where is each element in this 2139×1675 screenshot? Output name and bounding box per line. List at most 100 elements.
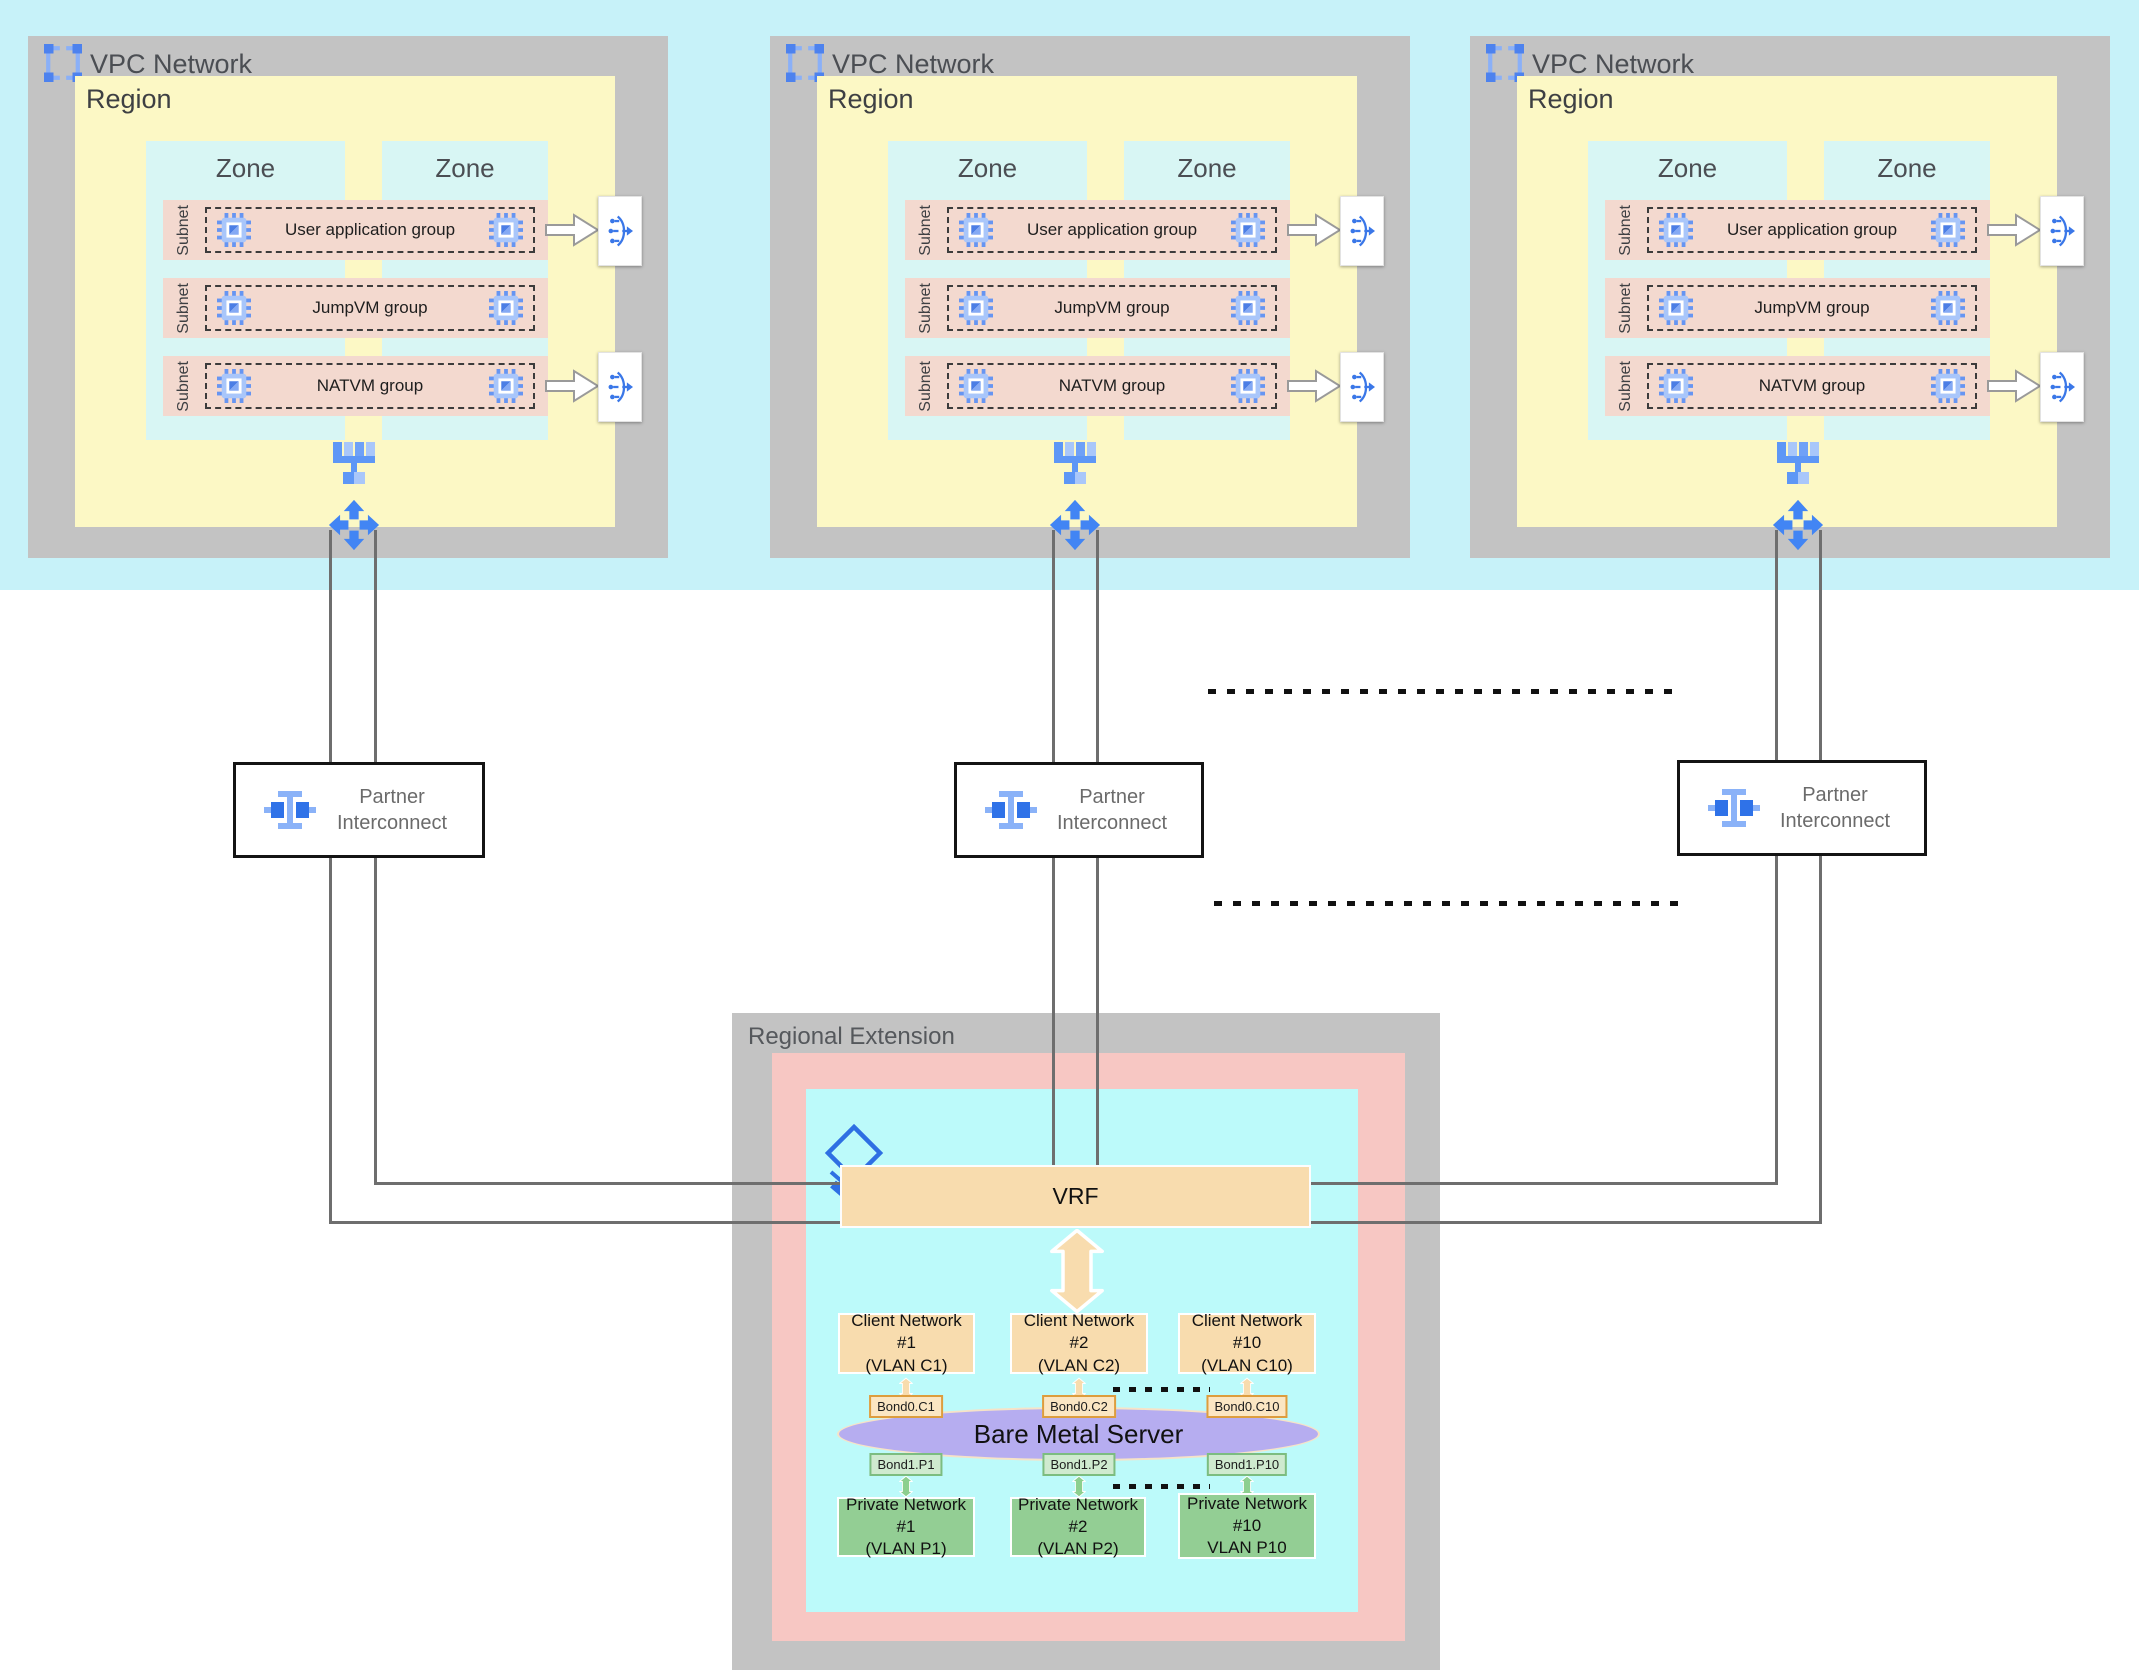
right-arrow [545, 368, 599, 404]
regional-extension-inner: VRF Client Network #1 (VLAN C1) Client N… [772, 1053, 1405, 1641]
partner-interconnect-icon [985, 789, 1037, 831]
instance-group-box: User application group [1647, 207, 1977, 253]
client-network-name: Client Network #10 [1191, 1311, 1303, 1353]
network-hub-icon [1051, 441, 1099, 485]
vpc-network-title: VPC Network [1532, 49, 1695, 79]
private-network-vlan: (VLAN P1) [865, 1539, 947, 1559]
connector-line [1311, 1182, 1778, 1185]
partner-interconnect-icon [264, 789, 316, 831]
load-balancer-icon [2049, 211, 2075, 251]
subnet-label: Subnet [917, 282, 934, 334]
bond-interface-label: Bond0.C1 [869, 1395, 943, 1418]
zone-label: Zone [1877, 153, 1937, 183]
load-balancer-box [1340, 352, 1384, 422]
ellipsis-dotted-line [1113, 1387, 1210, 1392]
private-network-vlan: VLAN P10 [1207, 1538, 1287, 1558]
subnet-row: Subnet User application group [1605, 200, 1990, 260]
connector-line [329, 1221, 840, 1224]
regional-extension-box: Regional Extension VRF Client Network #1… [732, 1013, 1440, 1670]
load-balancer-icon [607, 211, 633, 251]
group-label: JumpVM group [1754, 298, 1870, 317]
subnet-row: Subnet User application group [905, 200, 1290, 260]
subnet-label: Subnet [1617, 360, 1634, 412]
group-label: JumpVM group [312, 298, 428, 317]
traffic-routing-icon [328, 499, 380, 551]
load-balancer-box [1340, 196, 1384, 266]
load-balancer-box [598, 196, 642, 266]
connector-line [1775, 530, 1778, 1185]
private-network-name: Private Network #10 [1187, 1493, 1307, 1535]
vrf-box: VRF [840, 1165, 1311, 1228]
subnet-label: Subnet [175, 282, 192, 334]
private-network-box: Private Network #1 (VLAN P1) [837, 1494, 975, 1559]
client-network-box: Client Network #2 (VLAN C2) [1010, 1311, 1148, 1375]
connector-line [329, 530, 332, 1224]
client-network-name: Client Network #1 [851, 1311, 962, 1353]
vm-instance-icon [489, 369, 523, 403]
instance-group-box: JumpVM group [1647, 285, 1977, 331]
bond-interface-label: Bond1.P2 [1042, 1453, 1116, 1476]
ellipsis-dotted-line [1208, 689, 1672, 694]
instance-group-box: User application group [947, 207, 1277, 253]
connector-line [374, 1182, 840, 1185]
instance-group-box: NATVM group [1647, 363, 1977, 409]
group-label: NATVM group [1758, 376, 1866, 395]
bond-interface-label: Bond0.C10 [1206, 1395, 1288, 1418]
vpc-network-title: VPC Network [90, 49, 253, 79]
partner-interconnect-label: Partner Interconnect [1779, 784, 1891, 832]
subnet-row: Subnet NATVM group [905, 356, 1290, 416]
zone-label: Zone [1177, 153, 1237, 183]
subnet-label: Subnet [917, 204, 934, 256]
zone-label: Zone [215, 153, 276, 183]
region-box: Region Zone Zone Subnet User application… [1517, 76, 2084, 527]
private-network-box: Private Network #2 (VLAN P2) [1010, 1495, 1146, 1558]
group-label: User application group [284, 220, 456, 239]
subnet-row: Subnet NATVM group [163, 356, 548, 416]
private-network-box: Private Network #10 VLAN P10 [1178, 1493, 1316, 1559]
network-hub-icon [1774, 441, 1822, 485]
bond-interface-label: Bond1.P10 [1206, 1453, 1288, 1476]
partner-interconnect-box: Partner Interconnect [954, 762, 1204, 858]
private-network-name: Private Network #1 [846, 1494, 966, 1536]
network-hub-icon [330, 441, 378, 485]
instance-group-box: JumpVM group [947, 285, 1277, 331]
client-network-vlan: (VLAN C1) [865, 1355, 948, 1375]
subnet-label: Subnet [175, 204, 192, 256]
vrf-bidirectional-arrow [1034, 1229, 1120, 1313]
subnet-row: Subnet JumpVM group [905, 278, 1290, 338]
instance-group-box: JumpVM group [205, 285, 535, 331]
vm-instance-icon [1931, 213, 1965, 247]
vm-instance-icon [1931, 291, 1965, 325]
region-box: Region Zone Zone Subnet User application… [75, 76, 642, 527]
vpc-network-box-2: VPC Network Region Zone Zone Subnet User… [770, 36, 1410, 558]
zone-label: Zone [435, 153, 495, 183]
region-label: Region [828, 84, 914, 114]
load-balancer-icon [607, 367, 633, 407]
client-network-box: Client Network #10 (VLAN C10) [1178, 1311, 1316, 1375]
instance-group-box: NATVM group [205, 363, 535, 409]
vpc-network-box-3: VPC Network Region Zone Zone Subnet User… [1470, 36, 2110, 558]
zone-label: Zone [1657, 153, 1718, 183]
subnet-label: Subnet [1617, 204, 1634, 256]
vm-instance-icon [1931, 369, 1965, 403]
group-label: User application group [1726, 220, 1898, 239]
right-arrow [545, 212, 599, 248]
ellipsis-dotted-line [1113, 1484, 1210, 1489]
client-network-name: Client Network #2 [1023, 1311, 1135, 1353]
subnet-row: Subnet User application group [163, 200, 548, 260]
partner-interconnect-icon [1708, 787, 1760, 829]
vpc-network-box-1: VPC Network Region Zone Zone Subnet User… [28, 36, 668, 558]
subnet-row: Subnet JumpVM group [1605, 278, 1990, 338]
client-network-vlan: (VLAN C10) [1201, 1355, 1293, 1375]
ellipsis-dotted-line [1214, 901, 1678, 906]
load-balancer-icon [2049, 367, 2075, 407]
group-label: JumpVM group [1054, 298, 1170, 317]
load-balancer-box [2040, 196, 2084, 266]
group-label: User application group [1026, 220, 1198, 239]
vm-instance-icon [1231, 369, 1265, 403]
region-label: Region [1528, 84, 1614, 114]
group-label: NATVM group [316, 376, 424, 395]
bond-interface-label: Bond1.P1 [869, 1453, 943, 1476]
vpc-network-title: VPC Network [832, 49, 995, 79]
